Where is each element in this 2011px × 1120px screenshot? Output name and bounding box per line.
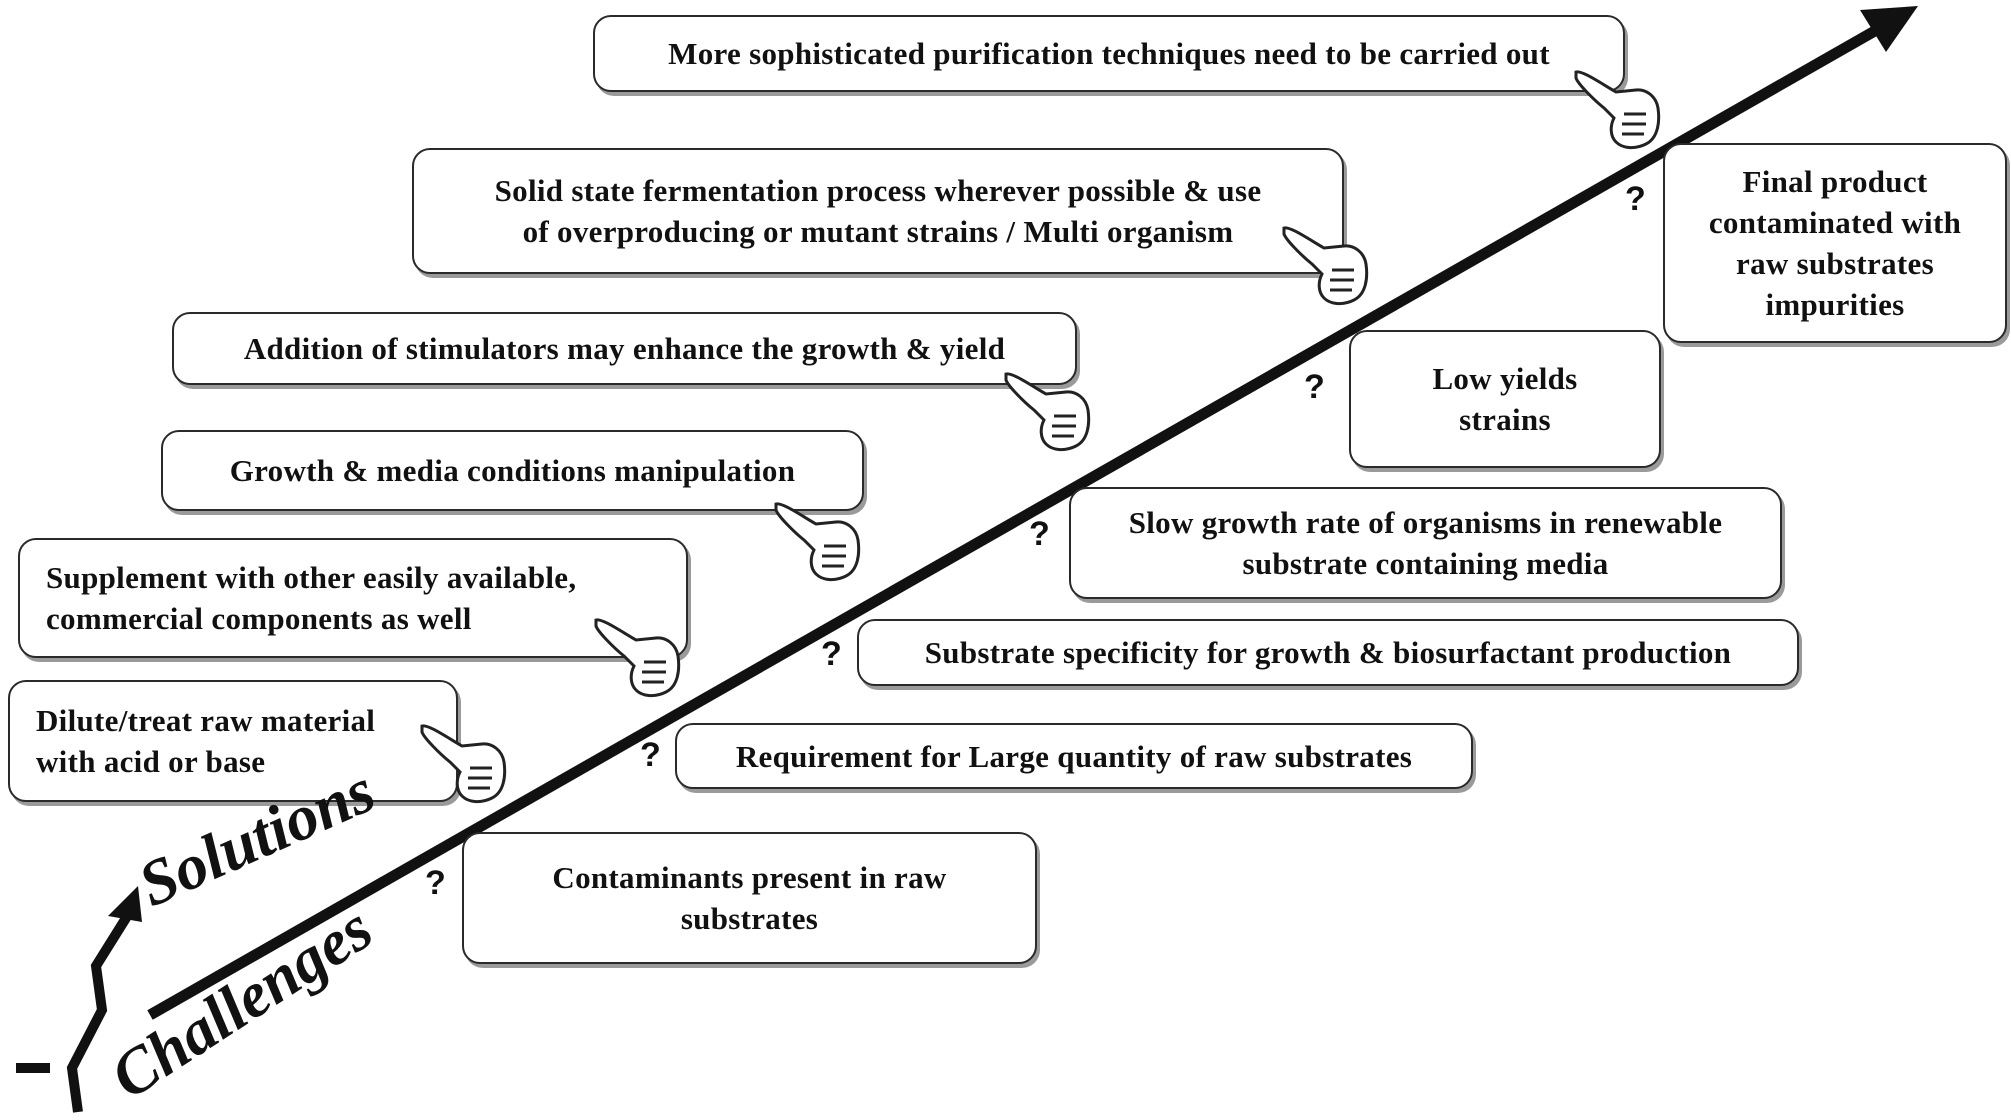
- main-diagonal-arrow: [147, 23, 1883, 1020]
- pointing-hand-icon: [774, 502, 861, 582]
- challenge-low-yields-box: Low yields strains: [1349, 330, 1661, 468]
- solution-supplement-text: Supplement with other easily available, …: [46, 560, 577, 636]
- challenge-contaminants-text: Contaminants present in raw substrates: [552, 860, 947, 936]
- zigzag-arrow-head: [108, 886, 142, 922]
- solution-purification-text: More sophisticated purification techniqu…: [668, 36, 1550, 71]
- solution-supplement-box: Supplement with other easily available, …: [18, 538, 688, 658]
- solution-growth-media-box: Growth & media conditions manipulation: [161, 430, 864, 511]
- solution-dilute-box: Dilute/treat raw material with acid or b…: [8, 680, 458, 802]
- pointing-hand-icon: [594, 618, 681, 698]
- pointing-hand-icon: [420, 724, 507, 804]
- question-mark-4: ?: [821, 635, 842, 673]
- challenge-substrate-specificity-text: Substrate specificity for growth & biosu…: [924, 635, 1732, 670]
- question-mark-1: ?: [1625, 180, 1646, 218]
- solution-purification-box: More sophisticated purification techniqu…: [593, 15, 1625, 92]
- main-arrow-head: [1860, 6, 1918, 52]
- question-mark-6: ?: [425, 864, 446, 902]
- challenge-slow-growth-box: Slow growth rate of organisms in renewab…: [1069, 487, 1782, 599]
- challenge-substrate-specificity-box: Substrate specificity for growth & biosu…: [857, 619, 1799, 686]
- question-mark-3: ?: [1029, 515, 1050, 553]
- pointing-hand-icon: [1282, 226, 1369, 306]
- challenge-requirement-text: Requirement for Large quantity of raw su…: [735, 738, 1413, 774]
- pointing-hand-icon: [1574, 70, 1661, 150]
- solution-solid-state-box: Solid state fermentation process whereve…: [412, 148, 1344, 274]
- challenge-final-product-text: Final product contaminated with raw subs…: [1708, 164, 1962, 322]
- challenge-requirement-box: Requirement for Large quantity of raw su…: [675, 723, 1473, 789]
- pointing-hand-icon: [1004, 372, 1091, 452]
- question-mark-5: ?: [640, 736, 661, 774]
- challenge-final-product-box: Final product contaminated with raw subs…: [1663, 143, 2007, 343]
- zigzag-arrow: [16, 898, 137, 1113]
- solution-growth-media-text: Growth & media conditions manipulation: [229, 453, 796, 488]
- solution-stimulators-text: Addition of stimulators may enhance the …: [243, 331, 1006, 366]
- challenge-slow-growth-text: Slow growth rate of organisms in renewab…: [1128, 505, 1723, 581]
- challenge-low-yields-text: Low yields strains: [1432, 361, 1578, 437]
- question-mark-2: ?: [1304, 368, 1325, 406]
- solution-solid-state-text: Solid state fermentation process whereve…: [494, 173, 1262, 249]
- challenge-contaminants-box: Contaminants present in raw substrates: [462, 832, 1037, 964]
- solution-dilute-text: Dilute/treat raw material with acid or b…: [36, 703, 376, 779]
- solution-stimulators-box: Addition of stimulators may enhance the …: [172, 312, 1077, 385]
